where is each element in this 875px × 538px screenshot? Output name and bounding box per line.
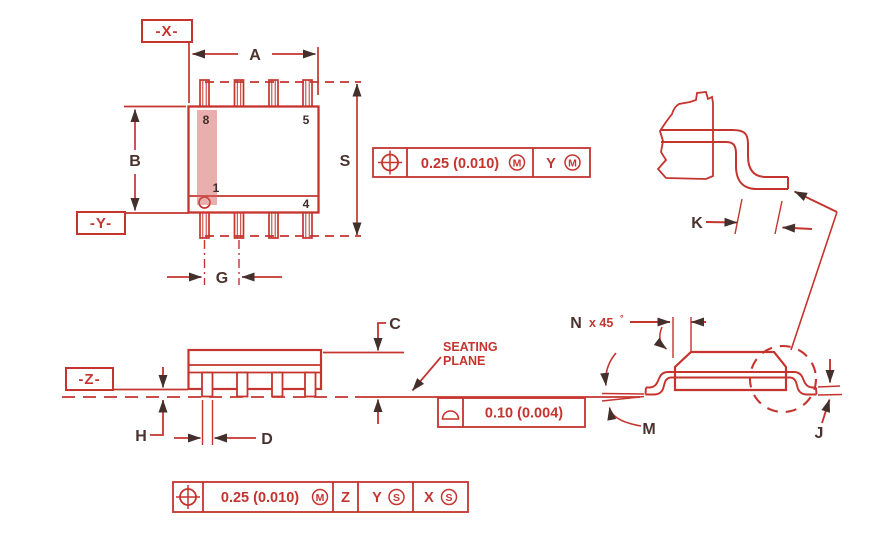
body-break-outline xyxy=(656,91,714,180)
side-view xyxy=(62,322,640,445)
dim-b-label: B xyxy=(129,153,141,170)
top-pins xyxy=(199,79,313,108)
datum-y-box xyxy=(76,211,126,235)
datum-modifier-s: S xyxy=(393,492,400,504)
position-tolerance-frame-bottom xyxy=(172,481,469,513)
dim-s-label: S xyxy=(340,153,351,170)
pin-4-number: 4 xyxy=(303,197,310,211)
position-symbol xyxy=(378,150,402,175)
dim-m-label: M xyxy=(642,421,655,438)
dim-g-label: G xyxy=(216,270,228,287)
dim-h-label: H xyxy=(135,428,147,445)
datum-x-label: -X- xyxy=(156,23,179,40)
degree-symbol: ° xyxy=(620,313,624,323)
position-bottom-datum-x: X xyxy=(424,490,434,506)
flatness-tolerance-frame xyxy=(437,397,586,428)
side-view-leads xyxy=(201,371,317,398)
package-body-top-view xyxy=(187,105,320,214)
chamfer-angle-label: x 45 xyxy=(589,316,613,330)
detail-reference-circle xyxy=(748,344,818,414)
pin-5-number: 5 xyxy=(303,113,310,127)
pin-8-number: 8 xyxy=(203,113,210,127)
package-body-side-view xyxy=(187,348,323,391)
datum-modifier-s: S xyxy=(445,492,452,504)
position-top-value: 0.25 (0.010) xyxy=(421,156,499,172)
package-body-end-view xyxy=(673,350,788,392)
flatness-value: 0.10 (0.004) xyxy=(485,406,563,422)
dim-a-label: A xyxy=(249,47,261,64)
position-symbol xyxy=(176,485,200,509)
seating-plane-callout: SEATING PLANE xyxy=(443,340,498,368)
dim-n-label: N xyxy=(570,315,582,332)
datum-y-label: -Y- xyxy=(90,215,112,232)
position-top-datum: Y xyxy=(546,156,556,172)
bottom-pins xyxy=(199,211,313,239)
material-modifier-m: M xyxy=(513,158,522,170)
material-modifier-m: M xyxy=(316,492,325,504)
dim-j-label: J xyxy=(815,425,824,442)
datum-x-box xyxy=(141,19,193,43)
datum-z-box xyxy=(65,367,114,391)
position-tolerance-frame-top xyxy=(372,147,591,178)
dim-k-label: K xyxy=(691,215,703,232)
dim-c-label: C xyxy=(389,316,401,333)
datum-z-label: -Z- xyxy=(78,371,100,388)
flatness-symbol xyxy=(441,410,460,420)
pin-1-number: 1 xyxy=(213,181,220,195)
position-bottom-value: 0.25 (0.010) xyxy=(221,490,299,506)
lead-top-surface xyxy=(661,129,788,178)
position-bottom-datum-z: Z xyxy=(341,490,350,506)
lead-bottom-surface xyxy=(661,141,788,190)
end-view xyxy=(600,317,843,427)
seating-plane-text-line2: PLANE xyxy=(443,354,485,368)
lead-detail-view xyxy=(656,91,838,351)
top-view xyxy=(76,19,362,285)
dim-d-label: D xyxy=(261,431,273,448)
datum-modifier-m: M xyxy=(568,158,577,170)
pin1-highlight xyxy=(197,110,217,205)
position-bottom-datum-y: Y xyxy=(372,490,382,506)
seating-plane-text-line1: SEATING xyxy=(443,340,498,354)
